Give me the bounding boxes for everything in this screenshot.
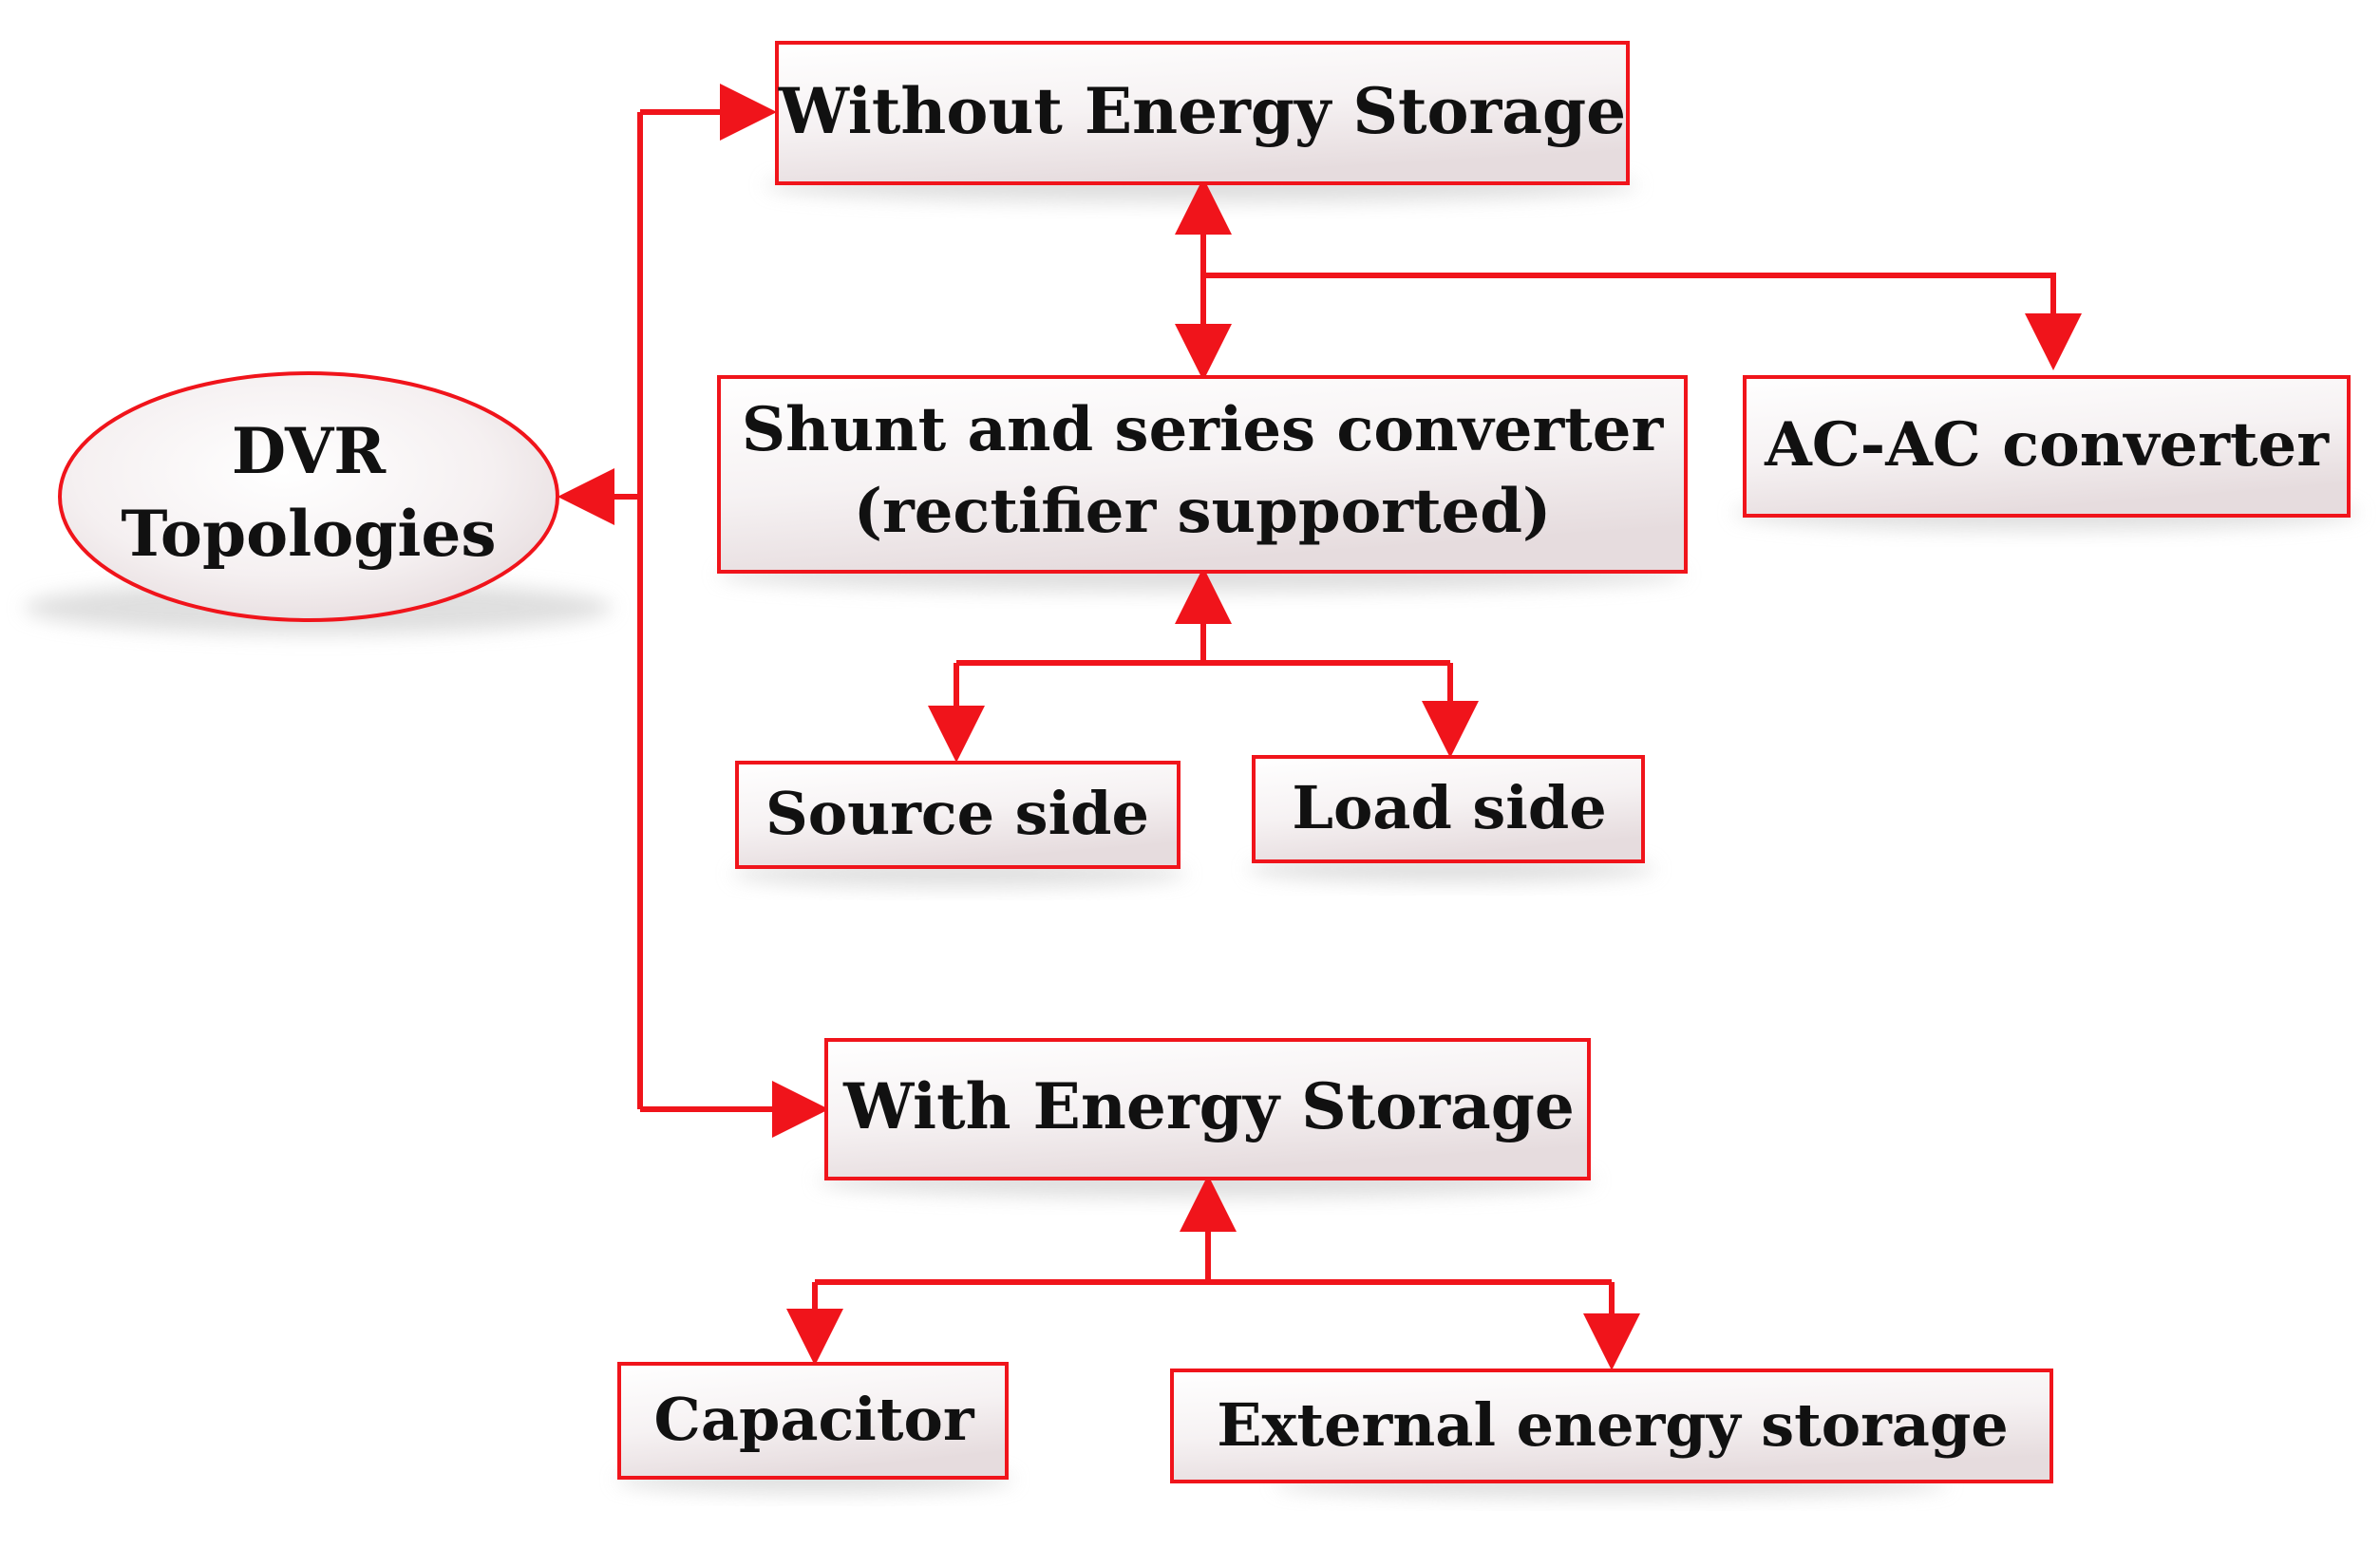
capacitor-label: Capacitor <box>653 1385 974 1454</box>
external-energy-storage-label: External energy storage <box>1217 1390 2009 1460</box>
shunt-series-converter-label-line2: (rectifier supported) <box>854 476 1552 547</box>
without-energy-storage-box <box>775 41 1630 185</box>
connector-without-bus <box>1203 273 2082 370</box>
with-energy-storage-label: With Energy Storage <box>842 1069 1575 1143</box>
node-without-energy-storage: Without Energy Storage <box>775 41 1630 185</box>
ac-ac-converter-box <box>1743 375 2351 518</box>
node-ac-ac-converter: AC-AC converter <box>1743 375 2351 518</box>
dvr-topologies-ellipse <box>58 371 559 622</box>
node-external-energy-storage: External energy storage <box>1170 1369 2053 1483</box>
connectors <box>557 84 2082 1370</box>
source-side-box <box>735 761 1181 869</box>
dvr-topologies-label-line2: Topologies <box>121 497 496 571</box>
source-side-label: Source side <box>765 779 1149 848</box>
shunt-series-converter-label-line1: Shunt and series converter <box>742 394 1665 465</box>
node-dvr-topologies: DVR Topologies <box>58 371 559 622</box>
node-capacitor: Capacitor <box>617 1362 1009 1480</box>
node-source-side: Source side <box>735 761 1181 869</box>
shunt-series-converter-box <box>717 375 1688 574</box>
shadows <box>24 168 2360 1498</box>
load-side-label: Load side <box>1292 773 1606 842</box>
dvr-topologies-label-line1: DVR <box>232 414 387 488</box>
without-energy-storage-label: Without Energy Storage <box>778 74 1626 148</box>
ac-ac-converter-label: AC-AC converter <box>1764 409 2330 481</box>
with-energy-storage-box <box>824 1038 1591 1180</box>
node-load-side: Load side <box>1252 755 1645 863</box>
external-energy-storage-box <box>1170 1369 2053 1483</box>
node-with-energy-storage: With Energy Storage <box>824 1038 1591 1180</box>
capacitor-box <box>617 1362 1009 1480</box>
load-side-box <box>1252 755 1645 863</box>
node-shunt-series-converter: Shunt and series converter (rectifier su… <box>717 375 1688 574</box>
